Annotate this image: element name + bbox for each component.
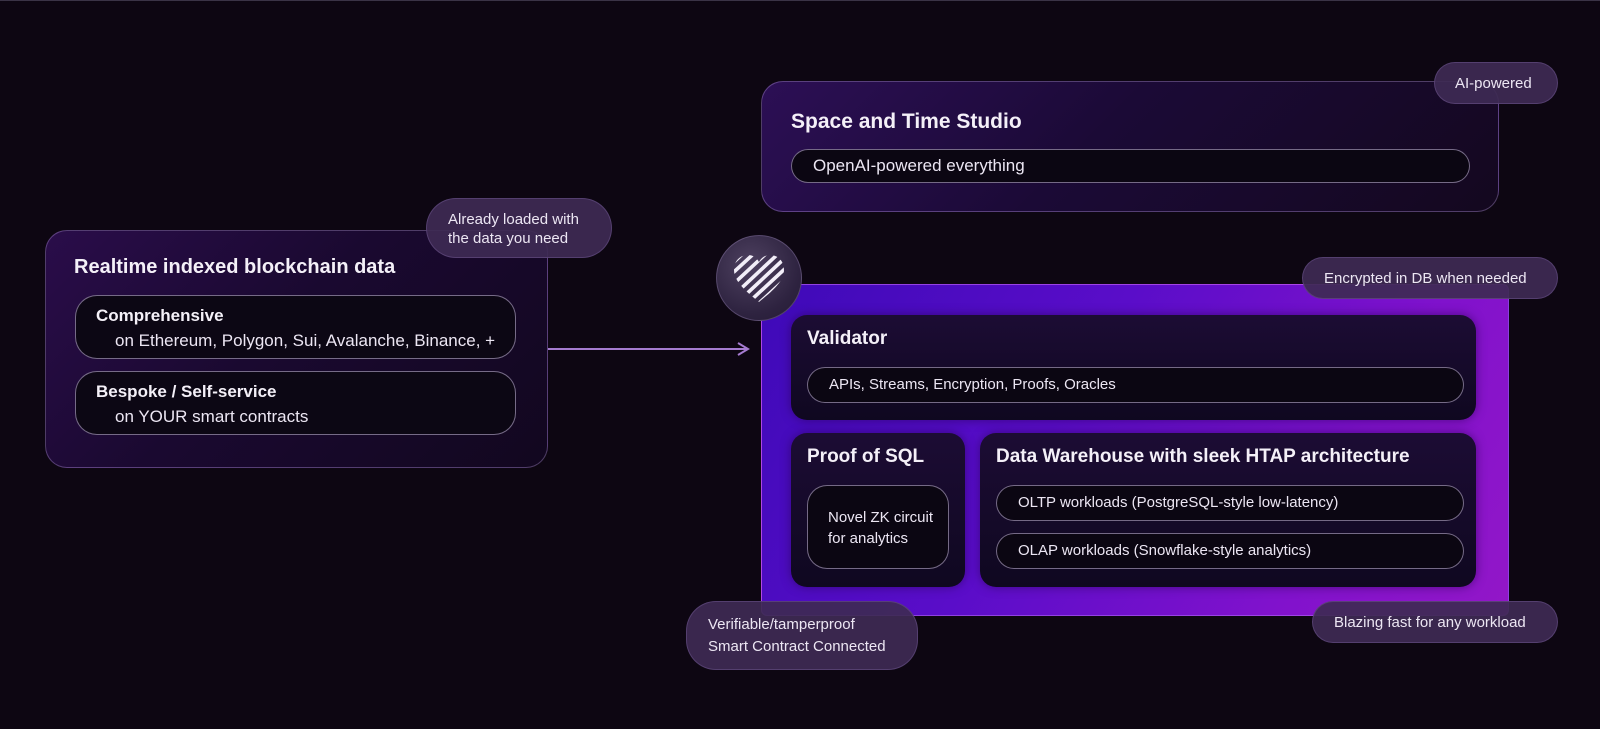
space-and-time-logo-icon [716,235,802,321]
top-divider [0,0,1600,1]
comprehensive-heading: Comprehensive [96,306,224,325]
proof-pill-line-2: for analytics [828,530,909,547]
comprehensive-detail: on Ethereum, Polygon, Sui, Avalanche, Bi… [115,331,496,350]
proof-of-sql-title: Proof of SQL [807,446,925,467]
blazing-fast-badge: Blazing fast for any workload [1312,601,1558,643]
proof-pill-line-1: Novel ZK circuit [828,509,934,526]
studio-panel: Space and Time Studio OpenAI-powered eve… [761,81,1499,212]
comprehensive-row: Comprehensive on Ethereum, Polygon, Sui,… [75,295,516,359]
encrypted-badge: Encrypted in DB when needed [1302,257,1558,299]
bespoke-detail: on YOUR smart contracts [115,407,309,426]
verifiable-line-2: Smart Contract Connected [708,638,886,655]
verifiable-badge: Verifiable/tamperproof Smart Contract Co… [686,601,918,670]
blockchain-data-panel: Realtime indexed blockchain data Compreh… [45,230,548,468]
arrow-right-icon [548,342,750,356]
ai-powered-badge: AI-powered [1434,62,1558,104]
bespoke-heading: Bespoke / Self-service [96,382,277,401]
studio-title: Space and Time Studio [791,110,1022,133]
validator-card: Validator APIs, Streams, Encryption, Pro… [791,315,1476,420]
blockchain-data-title: Realtime indexed blockchain data [74,256,396,278]
validator-pill: APIs, Streams, Encryption, Proofs, Oracl… [807,367,1464,403]
validator-title: Validator [807,328,888,349]
studio-pill: OpenAI-powered everything [791,149,1470,183]
already-loaded-line-2: the data you need [448,230,569,247]
proof-of-sql-card: Proof of SQL Novel ZK circuit for analyt… [791,433,965,587]
platform-panel: Validator APIs, Streams, Encryption, Pro… [761,284,1509,616]
already-loaded-badge: Already loaded with the data you need [426,198,612,258]
data-warehouse-title: Data Warehouse with sleek HTAP architect… [996,446,1410,467]
olap-pill: OLAP workloads (Snowflake-style analytic… [996,533,1464,569]
verifiable-line-1: Verifiable/tamperproof [708,616,855,633]
oltp-pill: OLTP workloads (PostgreSQL-style low-lat… [996,485,1464,521]
bespoke-row: Bespoke / Self-service on YOUR smart con… [75,371,516,435]
data-warehouse-card: Data Warehouse with sleek HTAP architect… [980,433,1476,587]
proof-of-sql-pill: Novel ZK circuit for analytics [807,485,949,569]
already-loaded-line-1: Already loaded with [448,211,579,228]
